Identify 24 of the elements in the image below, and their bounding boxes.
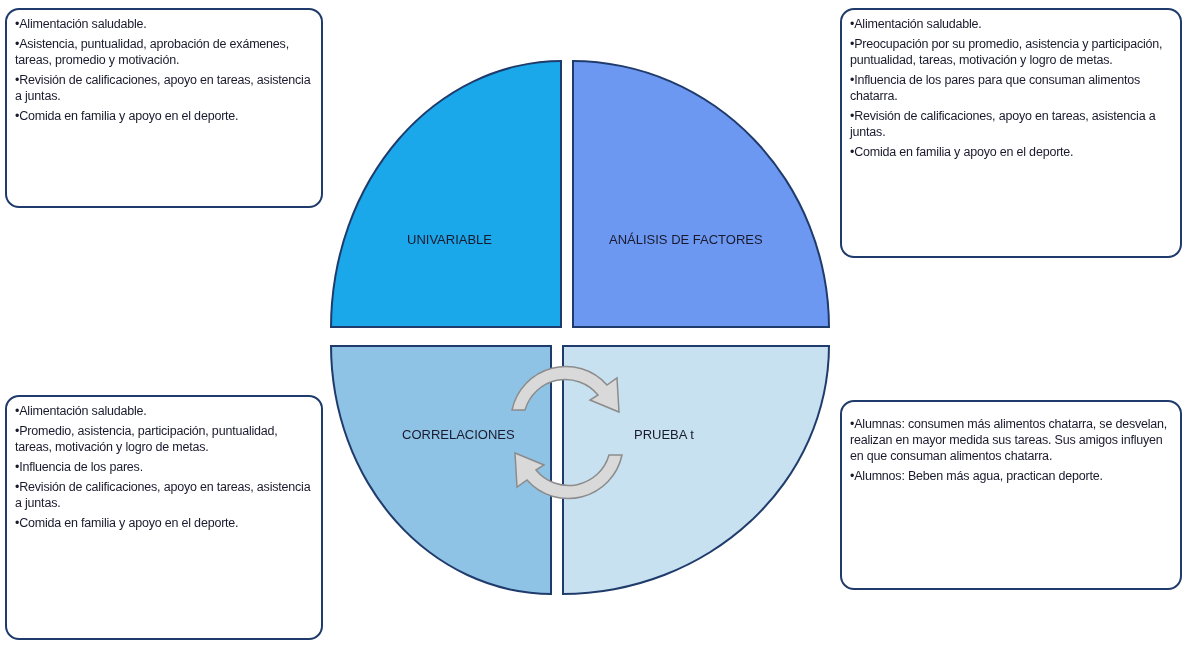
bullet-text: •Alumnas: consumen más alimentos chatarra, se desvelan, realizan en mayor medida sus tareas. Sus amigos influyen en que consuman alimentos chatarra.: [850, 416, 1169, 464]
text-box: [5, 395, 323, 640]
bullet-text: •Preocupación por su promedio, asistencia y participación, puntualidad, tareas, motivación y logro de metas.: [850, 36, 1164, 68]
bullet-text: •Alimentación saludable.: [15, 16, 148, 32]
bullet-text: •Alumnos: Beben más agua, practican deporte.: [850, 468, 1104, 484]
bullet-text: •Revisión de calificaciones, apoyo en tareas, asistencia a juntas.: [850, 108, 1157, 140]
text-box: [840, 8, 1182, 258]
bullet-text: •Comida en familia y apoyo en el deporte.: [15, 515, 240, 531]
bullet-text: •Revisión de calificaciones, apoyo en tareas, asistencia a juntas.: [15, 479, 312, 511]
text-box: [840, 400, 1182, 590]
bullet-text: •Influencia de los pares para que consuman alimentos chatarra.: [850, 72, 1141, 104]
quadrant-label: PRUEBA t: [634, 427, 694, 442]
bullet-text: •Asistencia, puntualidad, aprobación de exámenes, tareas, promedio y motivación.: [15, 36, 290, 68]
bullet-text: •Comida en familia y apoyo en el deporte.: [15, 108, 240, 124]
quadrant-label: ANÁLISIS DE FACTORES: [609, 232, 763, 247]
bullet-text: •Revisión de calificaciones, apoyo en tareas, asistencia a juntas.: [15, 72, 312, 104]
bullet-text: •Alimentación saludable.: [15, 403, 148, 419]
text-box: [5, 8, 323, 208]
bullet-text: •Influencia de los pares.: [15, 459, 144, 475]
bullet-text: •Alimentación saludable.: [850, 16, 983, 32]
bullet-text: •Promedio, asistencia, participación, puntualidad, tareas, motivación y logro de metas.: [15, 423, 279, 455]
bullet-text: •Comida en familia y apoyo en el deporte.: [850, 144, 1075, 160]
quadrant-label: UNIVARIABLE: [407, 232, 492, 247]
quadrant-label: CORRELACIONES: [402, 427, 515, 442]
